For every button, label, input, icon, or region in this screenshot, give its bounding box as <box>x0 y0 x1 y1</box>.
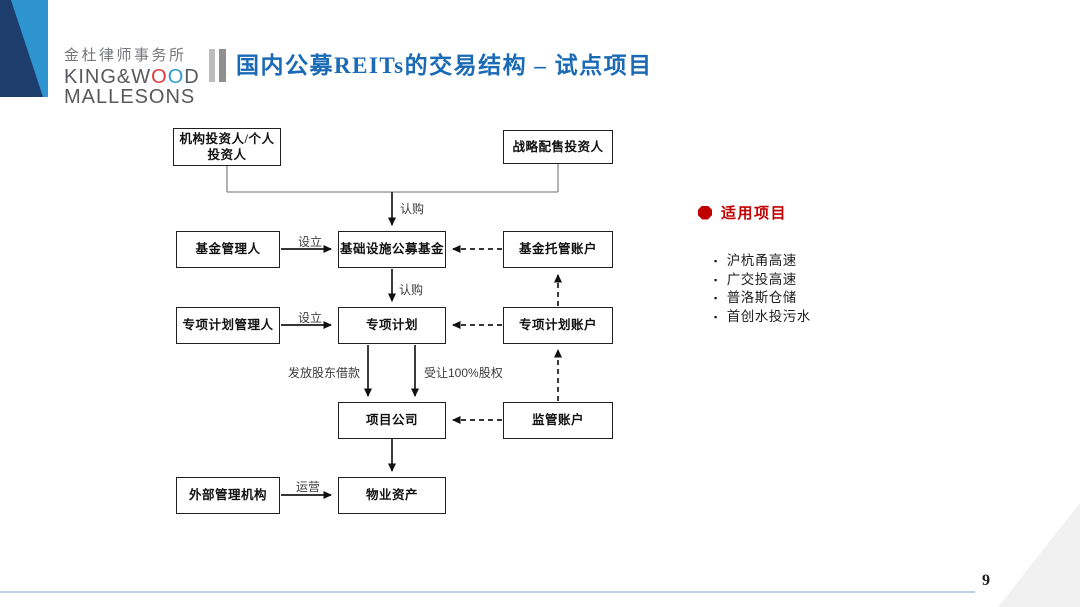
box-fund-custody-account: 基金托管账户 <box>503 231 613 268</box>
list-item: ▪ 普洛斯仓储 <box>714 289 811 308</box>
project-list: ▪ 沪杭甬高速 ▪ 广交投高速 ▪ 普洛斯仓储 ▪ 首创水投污水 <box>714 252 811 326</box>
edge-label-shareholder-loan: 发放股东借款 <box>288 366 361 380</box>
list-item: ▪ 沪杭甬高速 <box>714 252 811 271</box>
firm-name-chinese: 金杜律师事务所 <box>64 47 187 64</box>
logo-o-red-icon: O <box>151 66 168 88</box>
box-fund-manager: 基金管理人 <box>176 231 280 268</box>
box-spv-plan: 专项计划 <box>338 307 446 344</box>
edge-label-establish-fund: 设立 <box>298 235 323 249</box>
project-name: 沪杭甬高速 <box>726 253 797 268</box>
title-accent-bar-dark <box>219 49 226 82</box>
square-bullet-icon: ▪ <box>714 274 718 285</box>
box-property-assets: 物业资产 <box>338 477 446 514</box>
edge-label-subscribe-mid: 认购 <box>399 283 424 297</box>
logo-kingw-text: KING&W <box>64 66 152 88</box>
list-item: ▪ 广交投高速 <box>714 271 811 290</box>
page-number: 9 <box>982 572 990 589</box>
edge-label-establish-plan: 设立 <box>298 311 323 325</box>
project-name: 广交投高速 <box>726 271 797 287</box>
logo-o-blue-icon: O <box>167 66 185 88</box>
list-item: ▪ 首创水投污水 <box>714 308 811 327</box>
box-supervision-account: 监管账户 <box>503 402 613 439</box>
slide-title: 国内公募REITs的交易结构 – 试点项目 <box>236 53 653 78</box>
applicable-projects-title: 适用项目 <box>721 206 788 222</box>
box-project-company: 项目公司 <box>338 402 446 439</box>
title-block: 国内公募REITs的交易结构 – 试点项目 <box>209 49 653 82</box>
firm-logo: 金杜律师事务所 KING&WOOD MALLESONS <box>64 44 200 107</box>
project-name: 普洛斯仓储 <box>726 290 797 305</box>
footer-divider-line <box>0 591 975 593</box>
firm-name-english-line2: MALLESONS <box>64 86 196 108</box>
firm-name-english-line1: KING&WOOD <box>64 67 200 87</box>
box-external-manager: 外部管理机构 <box>176 477 280 514</box>
edge-label-operate: 运营 <box>296 480 321 494</box>
project-name: 首创水投污水 <box>726 308 811 324</box>
logo-corner-shape-icon <box>0 0 48 97</box>
box-strategic-investor: 战略配售投资人 <box>503 130 613 164</box>
square-bullet-icon: ▪ <box>714 311 718 322</box>
edge-label-subscribe-top: 认购 <box>400 202 425 216</box>
box-infrastructure-fund: 基础设施公募基金 <box>338 231 446 268</box>
applicable-projects-header: 适用项目 <box>698 202 787 223</box>
box-institutional-investor: 机构投资人/个人 投资人 <box>173 128 281 166</box>
box-spv-plan-manager: 专项计划管理人 <box>176 307 280 344</box>
logo-d-text: D <box>184 66 200 88</box>
title-accent-bar-light <box>209 49 215 82</box>
hexagon-bullet-icon <box>698 205 712 220</box>
edge-label-equity-transfer: 受让100%股权 <box>424 366 503 380</box>
square-bullet-icon: ▪ <box>714 256 718 266</box>
square-bullet-icon: ▪ <box>714 293 718 303</box>
box-spv-plan-account: 专项计划账户 <box>503 307 613 344</box>
